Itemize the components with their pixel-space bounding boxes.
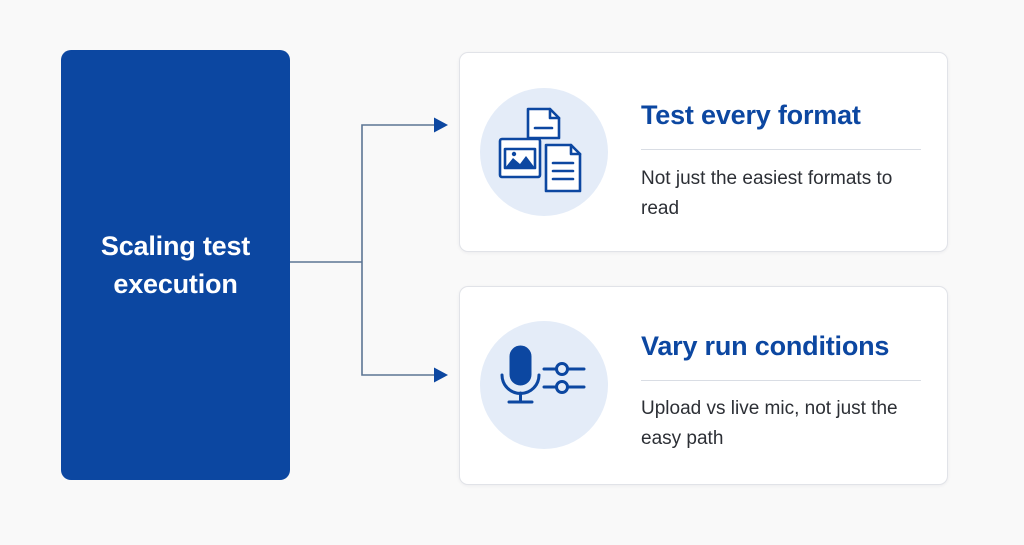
card-test-every-format: Test every format Not just the easiest f… — [459, 52, 948, 252]
card-title: Vary run conditions — [641, 331, 890, 361]
card-description: Upload vs live mic, not just the easy pa… — [641, 398, 898, 449]
connector-lower — [361, 262, 436, 376]
card-divider — [641, 149, 921, 150]
root-node: Scaling test execution — [61, 50, 290, 480]
microphone-sliders-icon — [480, 321, 608, 449]
arrowhead-lower — [434, 367, 448, 383]
card-description: Not just the easiest formats to read — [641, 168, 893, 219]
card-vary-run-conditions: Vary run conditions Upload vs live mic, … — [459, 286, 948, 485]
arrowhead-upper — [434, 117, 448, 133]
connector-upper — [361, 124, 436, 262]
card-divider — [641, 380, 921, 381]
root-label: Scaling test execution — [100, 231, 251, 299]
card-title: Test every format — [641, 100, 861, 130]
documents-icon — [480, 88, 608, 216]
